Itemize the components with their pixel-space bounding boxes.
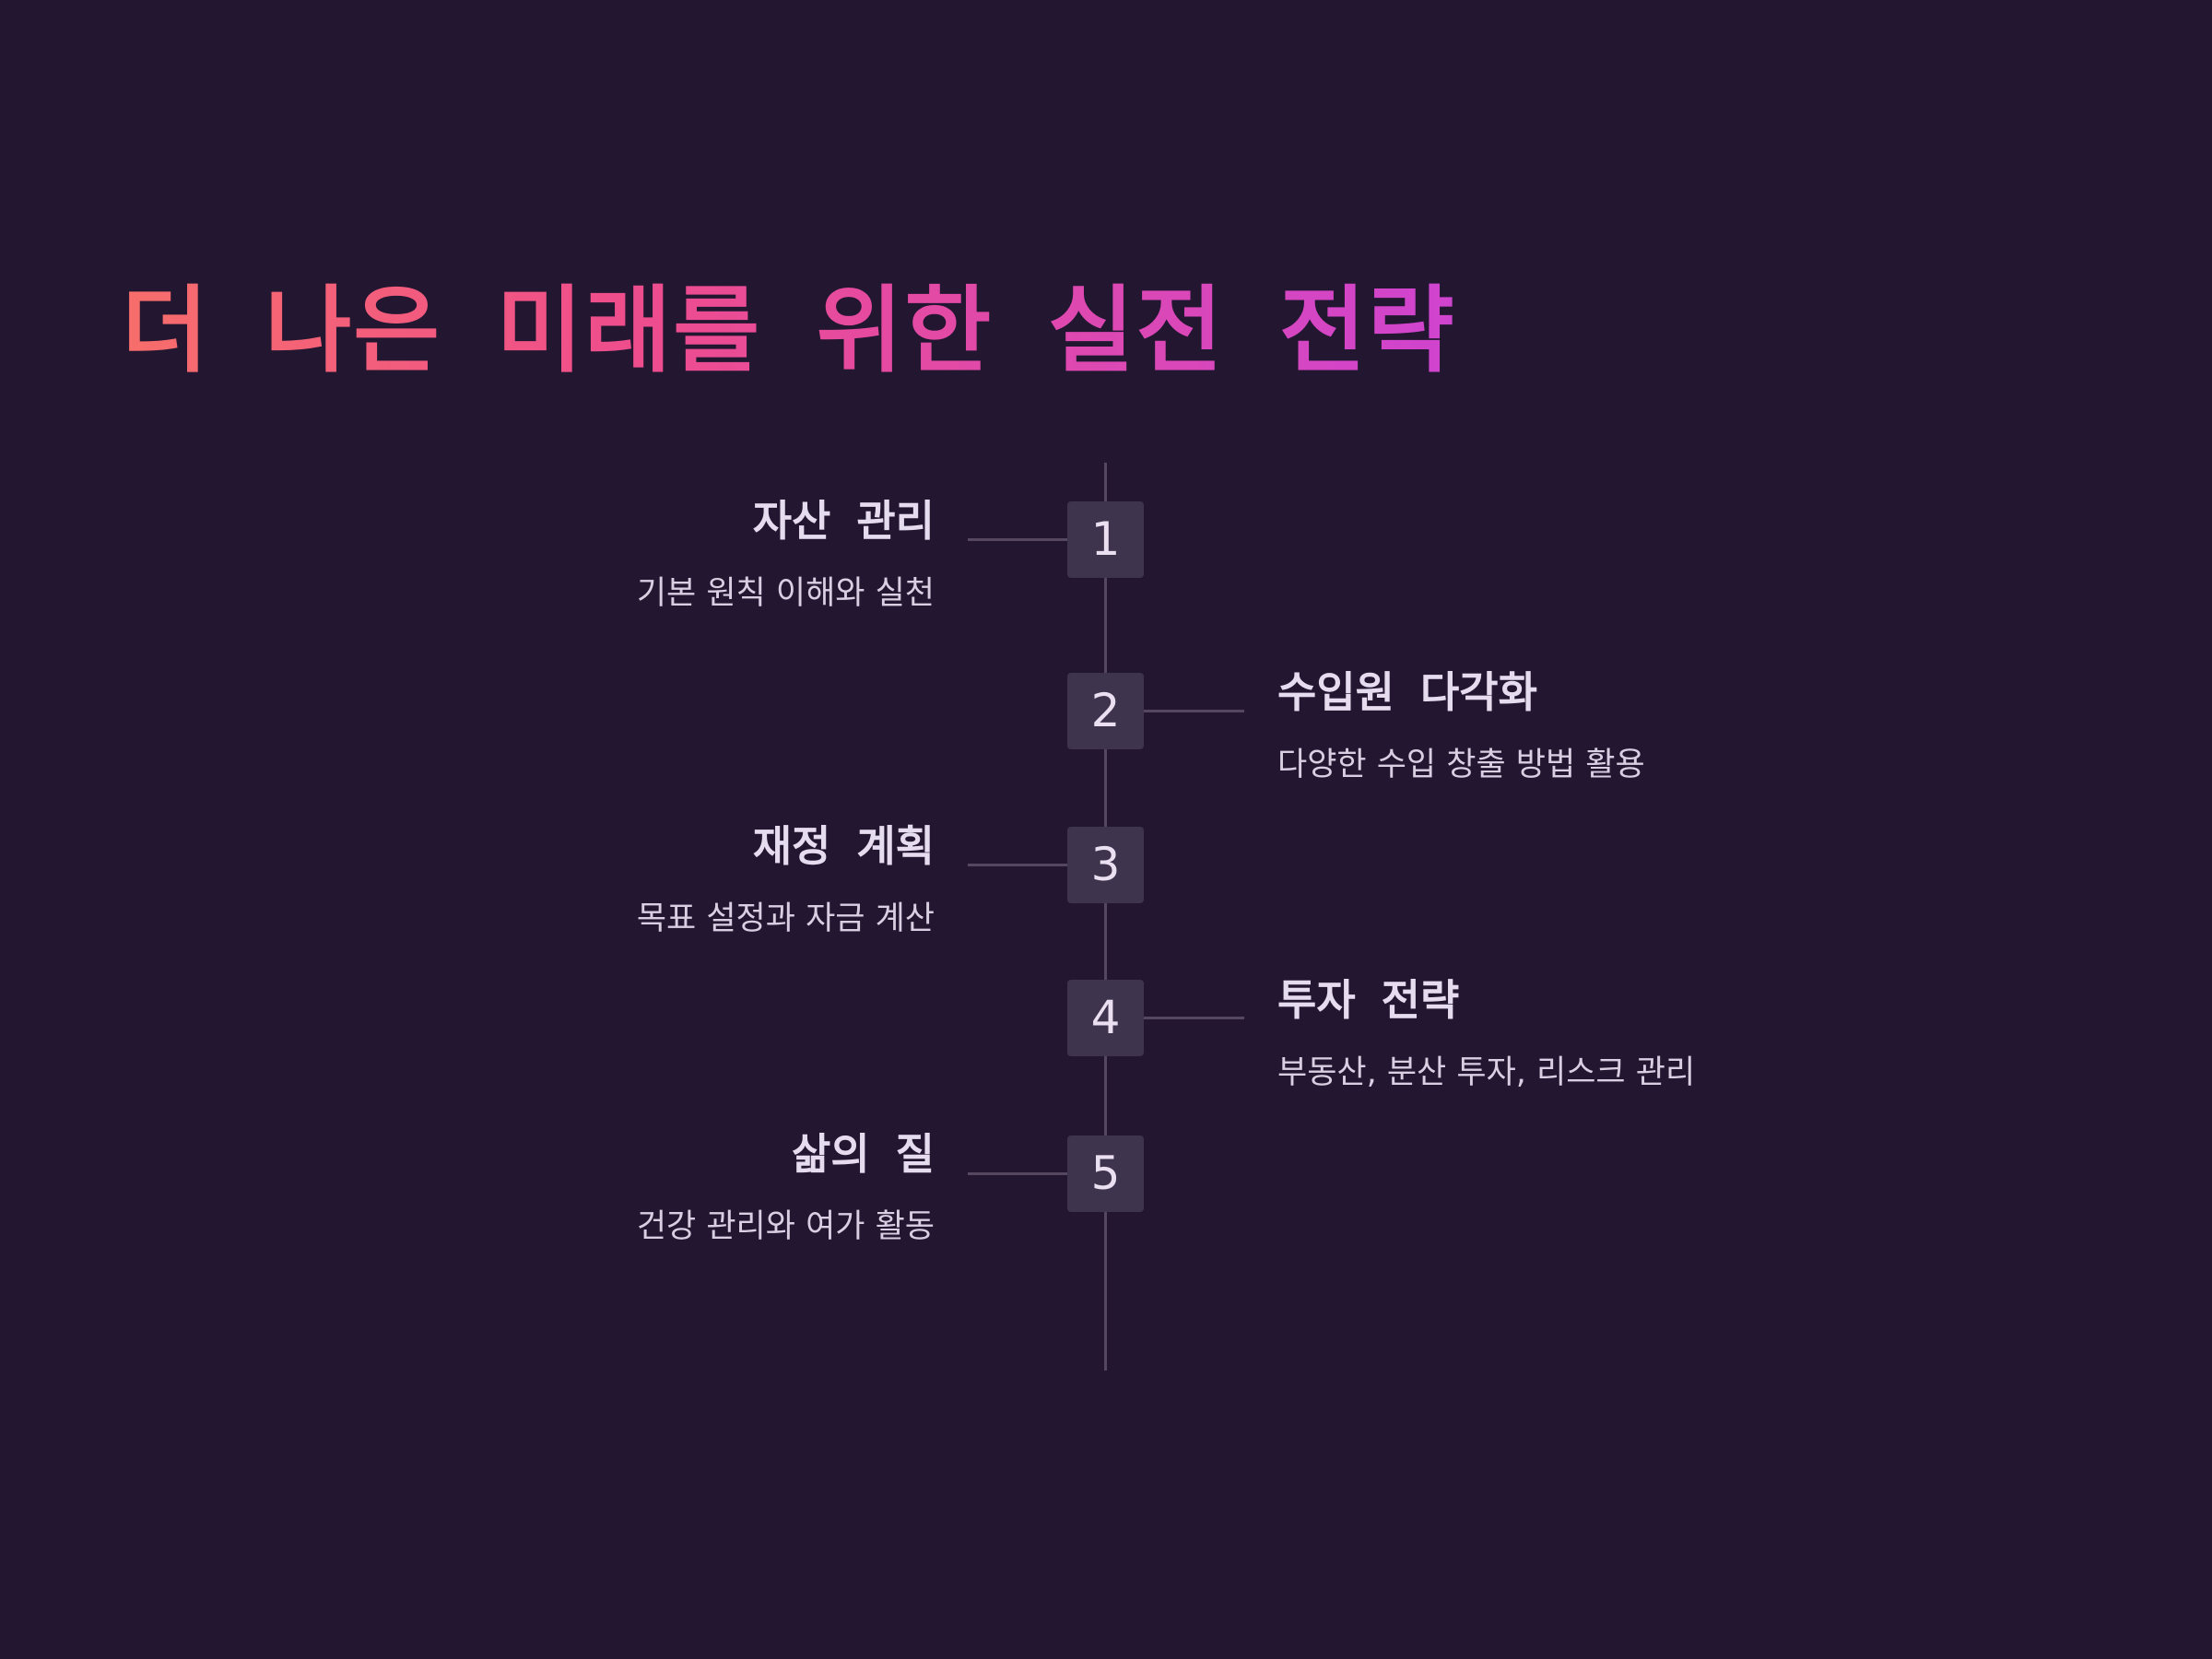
step-title: 수입원 다각화	[1277, 667, 1537, 717]
step-title: 투자 전략	[1277, 975, 1460, 1025]
step-title: 자산 관리	[752, 496, 935, 546]
connector-line	[968, 538, 1068, 541]
step-description: 목표 설정과 자금 계산	[636, 900, 935, 937]
step-description: 건강 관리와 여가 활동	[636, 1208, 935, 1245]
step-number-box: 5	[1067, 1135, 1144, 1212]
timeline-axis	[1104, 463, 1107, 1371]
step-title: 재정 계획	[752, 821, 935, 871]
step-description: 다양한 수입 창출 방법 활용	[1277, 747, 1645, 783]
step-title: 삶의 질	[792, 1129, 935, 1179]
slide-title: 더 나은 미래를 위한 실전 전략	[122, 272, 1456, 392]
step-description: 기본 원칙 이해와 실천	[636, 575, 935, 612]
connector-line	[1144, 1017, 1244, 1019]
step-number-box: 4	[1067, 980, 1144, 1056]
step-number-box: 1	[1067, 501, 1144, 578]
step-number-box: 2	[1067, 673, 1144, 749]
connector-line	[1144, 710, 1244, 712]
step-description: 부동산, 분산 투자, 리스크 관리	[1277, 1054, 1696, 1091]
connector-line	[968, 1172, 1068, 1175]
connector-line	[968, 864, 1068, 866]
step-number-box: 3	[1067, 827, 1144, 903]
